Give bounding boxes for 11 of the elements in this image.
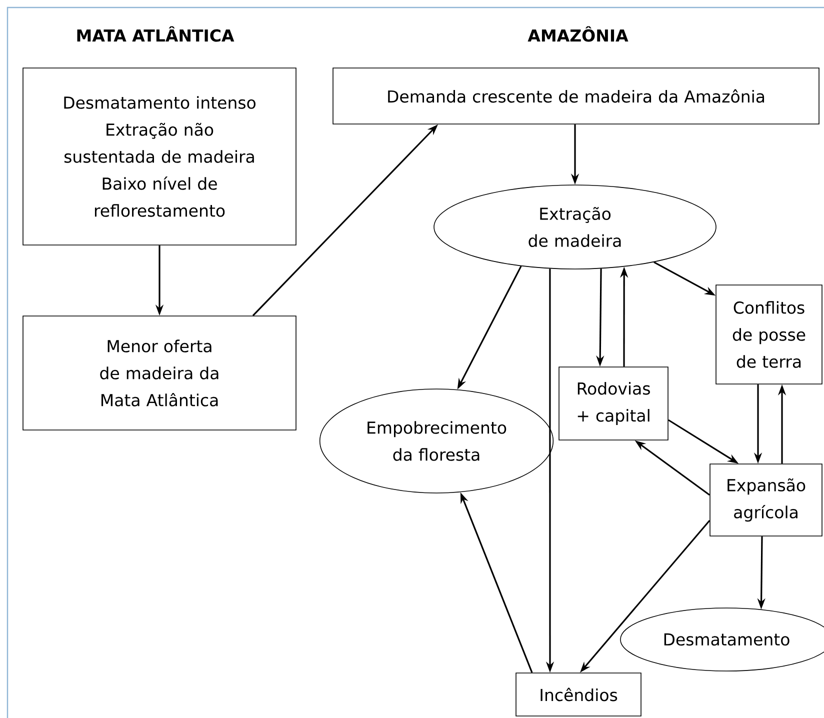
oval-node: Extração de madeira [434,184,716,270]
process-box: Expansão agrícola [710,464,822,536]
process-box: Menor oferta de madeira da Mata Atlântica [22,316,296,430]
process-box: Demanda crescente de madeira da Amazônia [332,68,820,124]
oval-node: Empobrecimento da floresta [319,388,554,494]
process-box: Incêndios [516,672,642,716]
process-box: Desmatamento intenso Extração não sustentada de madeira Baixo nível de reflorestamento [22,68,296,246]
process-box: Rodovias + capital [558,366,668,440]
heading: MATA ATLÂNTICA [77,26,234,42]
process-box: Conflitos de posse de terra [716,284,822,384]
heading: AMAZÔNIA [528,26,628,42]
